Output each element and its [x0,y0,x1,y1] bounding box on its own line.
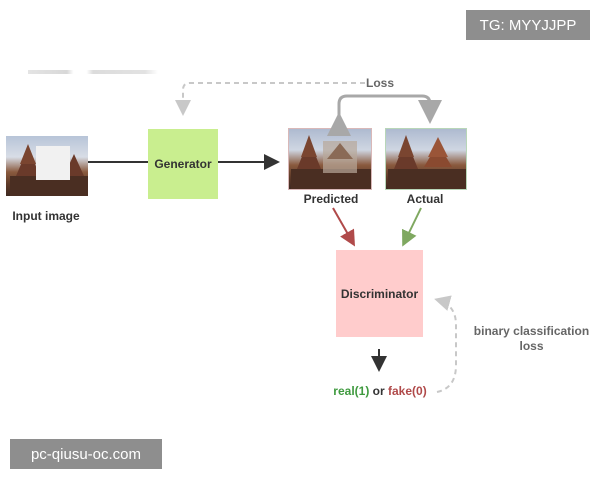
predicted-label: Predicted [303,192,359,206]
input-image-label: Input image [12,209,80,223]
loss-bracket-arrow [327,94,442,136]
watermark-bottom-left: pc-qiusu-oc.com [10,439,162,469]
predicted-to-discriminator-arrow [332,207,355,247]
binary-loss-line2: loss [519,339,544,353]
predicted-temple-graphic [291,135,371,189]
actual-to-discriminator-arrow [402,207,422,247]
cropped-title-remnant [28,70,158,74]
loss-label: Loss [365,76,394,90]
output-real: real(1) [333,384,370,398]
masked-region [36,146,70,180]
actual-label: Actual [406,192,444,206]
input-image-thumbnail [6,136,88,196]
binary-loss-line1: binary classification [473,324,590,338]
loss-feedback-dashed-arrow [175,82,365,116]
actual-temple-graphic [388,135,466,189]
binary-classification-loss-label: binary classification loss [463,324,600,354]
temple-graphic [10,144,88,196]
discriminator-label: Discriminator [340,286,419,301]
binary-loss-dashed-arrow [434,295,457,393]
discriminator-box: Discriminator [336,250,423,337]
watermark-top-text: TG: MYYJJPP [479,16,577,34]
output-fake: fake(0) [388,384,427,398]
watermark-bottom-text: pc-qiusu-oc.com [30,445,142,463]
output-or: or [372,384,385,398]
generator-box: Generator [148,129,218,199]
output-label: real(1) or fake(0) [300,384,460,398]
generator-label: Generator [154,157,212,171]
watermark-top-right: TG: MYYJJPP [466,10,590,40]
predicted-image [288,128,372,190]
